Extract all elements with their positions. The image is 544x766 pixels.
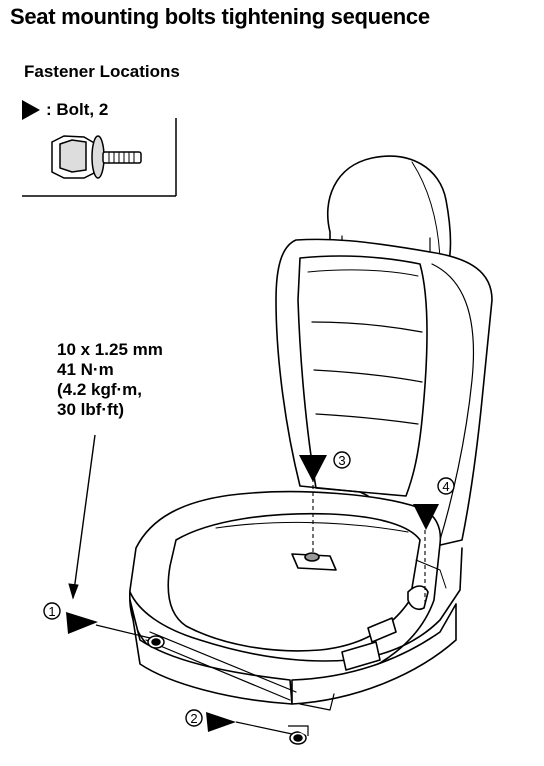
spec-line: 10 x 1.25 mm — [57, 340, 163, 359]
filled-triangle-icon — [22, 100, 40, 120]
bolt-marker-2 — [206, 712, 236, 732]
bolt-icon — [51, 135, 142, 179]
spec-line: 30 lbf·ft) — [57, 400, 125, 419]
legend-label: : Bolt, 2 — [46, 100, 109, 119]
sequence-label-3: 3 — [338, 453, 345, 468]
section-heading: Fastener Locations — [24, 62, 180, 81]
sequence-circle-1 — [43, 602, 61, 620]
spec-line: (4.2 kgf·m, — [57, 380, 143, 399]
bolt-markers — [66, 455, 439, 732]
bolt-marker-1 — [66, 612, 98, 634]
legend-frame — [22, 118, 177, 197]
bolt-foot-icons — [147, 635, 309, 745]
bolt-marker-4 — [413, 504, 439, 530]
page-title: Seat mounting bolts tightening sequence — [10, 4, 430, 29]
sequence-markers — [43, 451, 455, 727]
bolt-marker-3 — [299, 455, 327, 482]
sequence-label-4: 4 — [442, 479, 449, 494]
sequence-label-2: 2 — [190, 711, 197, 726]
spec-line: 41 N·m — [57, 360, 114, 379]
sequence-circle-4 — [437, 477, 455, 495]
sequence-label-1: 1 — [48, 604, 55, 619]
seat-illustration — [129, 155, 493, 711]
sequence-circle-2 — [185, 709, 203, 727]
leader-lines — [68, 434, 426, 735]
legend: : Bolt, 2 — [22, 98, 108, 122]
torque-spec: 10 x 1.25 mm 41 N·m (4.2 kgf·m, 30 lbf·f… — [57, 340, 163, 420]
sequence-circle-3 — [333, 451, 351, 469]
